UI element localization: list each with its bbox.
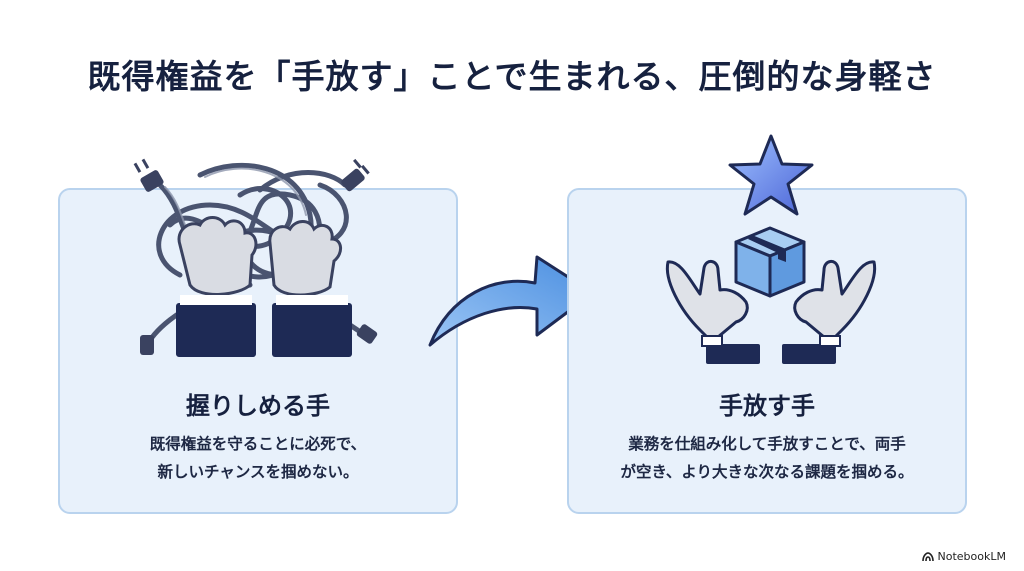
tangled-cables-icon — [133, 158, 378, 357]
holding-hands-description-line-1: 既得権益を守ることに必死で、 — [149, 435, 367, 453]
notebooklm-logo-icon — [921, 551, 934, 561]
holding-hands-description-line-2: 新しいチャンスを掴めない。 — [157, 463, 359, 481]
holding-hands-card: 握りしめる手 既得権益を守ることに必死で、 新しいチャンスを掴めない。 — [58, 188, 458, 514]
holding-hands-heading: 握りしめる手 — [186, 392, 330, 420]
page-title: 既得権益を「手放す」ことで生まれる、圧倒的な身軽さ — [87, 57, 937, 96]
curved-arrow-icon — [428, 255, 595, 347]
open-hands-icon — [665, 260, 877, 364]
releasing-hands-description: 業務を仕組み化して手放すことで、両手 が空き、より大きな次なる課題を掴める。 — [569, 430, 965, 486]
footer-brand-text: NotebookLM — [937, 550, 1006, 563]
releasing-hands-heading: 手放す手 — [719, 392, 815, 420]
footer-brand: NotebookLM — [921, 550, 1006, 563]
releasing-hands-description-line-1: 業務を仕組み化して手放すことで、両手 — [628, 435, 906, 453]
star-icon — [728, 134, 814, 216]
box-icon — [734, 226, 806, 298]
releasing-hands-description-line-2: が空き、より大きな次なる課題を掴める。 — [620, 463, 914, 481]
holding-hands-description: 既得権益を守ることに必死で、 新しいチャンスを掴めない。 — [60, 430, 456, 486]
